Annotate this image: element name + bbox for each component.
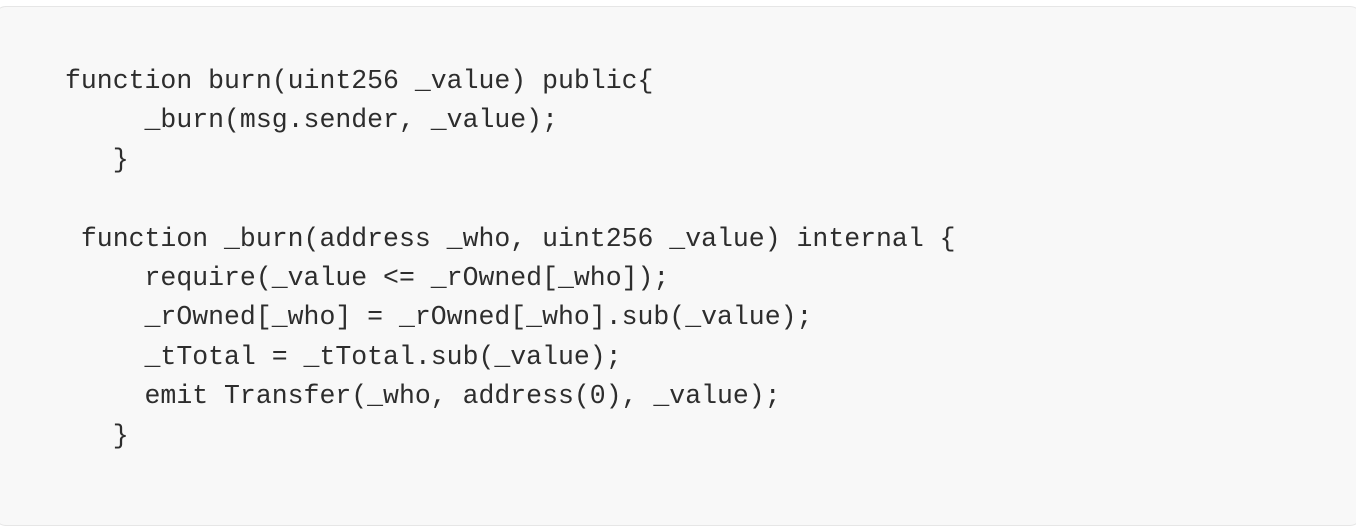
code-line: function _burn(address _who, uint256 _va… xyxy=(65,223,956,254)
code-line: _tTotal = _tTotal.sub(_value); xyxy=(65,341,622,372)
code-line: _burn(msg.sender, _value); xyxy=(65,105,558,136)
code-line: emit Transfer(_who, address(0), _value); xyxy=(65,381,781,412)
code-line: require(_value <= _rOwned[_who]); xyxy=(65,263,670,294)
code-card: function burn(uint256 _value) public{ _b… xyxy=(0,6,1356,526)
code-line: function burn(uint256 _value) public{ xyxy=(65,66,654,96)
code-line: } xyxy=(65,420,129,451)
code-line: _rOwned[_who] = _rOwned[_who].sub(_value… xyxy=(65,302,813,333)
code-block: function burn(uint256 _value) public{ _b… xyxy=(65,62,956,456)
code-content: function burn(uint256 _value) public{ _b… xyxy=(65,62,956,456)
code-line-blank xyxy=(65,180,956,219)
code-line: } xyxy=(65,144,129,175)
page-background: function burn(uint256 _value) public{ _b… xyxy=(0,6,1356,526)
